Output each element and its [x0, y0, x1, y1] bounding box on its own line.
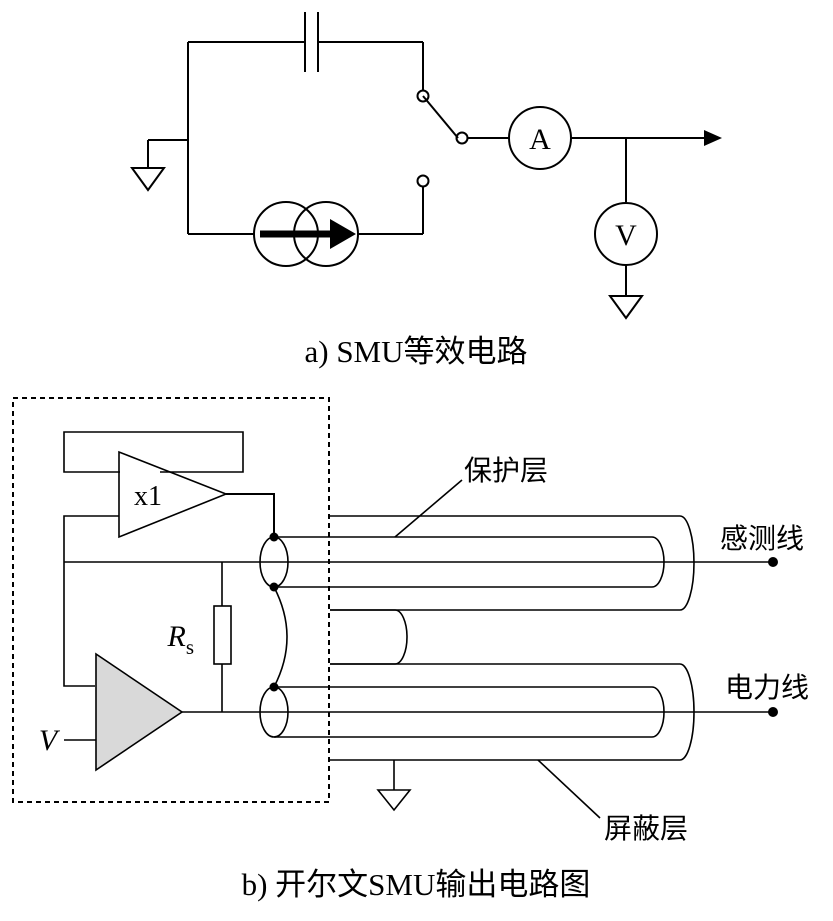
- ground-symbol-right: [608, 295, 644, 320]
- caption-a: a) SMU等效电路: [304, 334, 527, 369]
- kelvin-smu-output-circuit: x1 Rs V: [12, 397, 809, 902]
- switch-contact-upper: [416, 89, 430, 103]
- resistor-label: Rs: [166, 620, 194, 659]
- force-line-label: 电力线: [725, 672, 809, 704]
- guard-interconnect: [273, 586, 288, 688]
- switch-common-contact: [455, 131, 469, 145]
- main-amplifier: [95, 652, 184, 772]
- buffer-label: x1: [134, 481, 162, 512]
- sense-line-label: 感测线: [720, 523, 804, 555]
- switch-blade: [422, 95, 459, 139]
- ground-symbol-shield: [376, 789, 412, 812]
- caption-b: b) 开尔文SMU输出电路图: [242, 867, 591, 902]
- shield-label: 屏蔽层: [604, 813, 688, 845]
- switch-contact-lower: [416, 174, 430, 188]
- guard-node-upper: [269, 582, 279, 592]
- buffer-input-wire: [63, 515, 119, 562]
- output-arrow-icon: [704, 130, 722, 146]
- guard-node-lower: [269, 682, 279, 692]
- ground-symbol-left: [130, 139, 188, 192]
- ammeter-label: A: [529, 123, 551, 156]
- capacitor-symbol: [304, 12, 319, 72]
- current-source-symbol: [253, 201, 359, 267]
- ammeter-symbol: A: [508, 106, 572, 170]
- guard-leader-line: [394, 479, 463, 538]
- sense-shield: [330, 515, 695, 611]
- input-voltage-label: V: [39, 724, 61, 757]
- buffer-output-wire: [226, 493, 275, 537]
- buffer-amplifier: [118, 450, 229, 539]
- guard-label: 保护层: [464, 455, 548, 487]
- voltmeter-symbol: V: [594, 202, 658, 266]
- buffer-feedback-loop: [63, 431, 244, 473]
- voltmeter-label: V: [615, 219, 637, 252]
- force-terminal: [768, 707, 778, 717]
- smu-equivalent-circuit: A V a) SMU等效电路: [130, 12, 722, 369]
- main-amp-feedback-wire: [63, 562, 95, 687]
- instrument-boundary: [12, 397, 330, 803]
- shield-interconnect: [330, 609, 408, 665]
- sense-terminal: [768, 557, 778, 567]
- sense-resistor: [213, 605, 232, 665]
- shield-leader-line: [537, 759, 601, 819]
